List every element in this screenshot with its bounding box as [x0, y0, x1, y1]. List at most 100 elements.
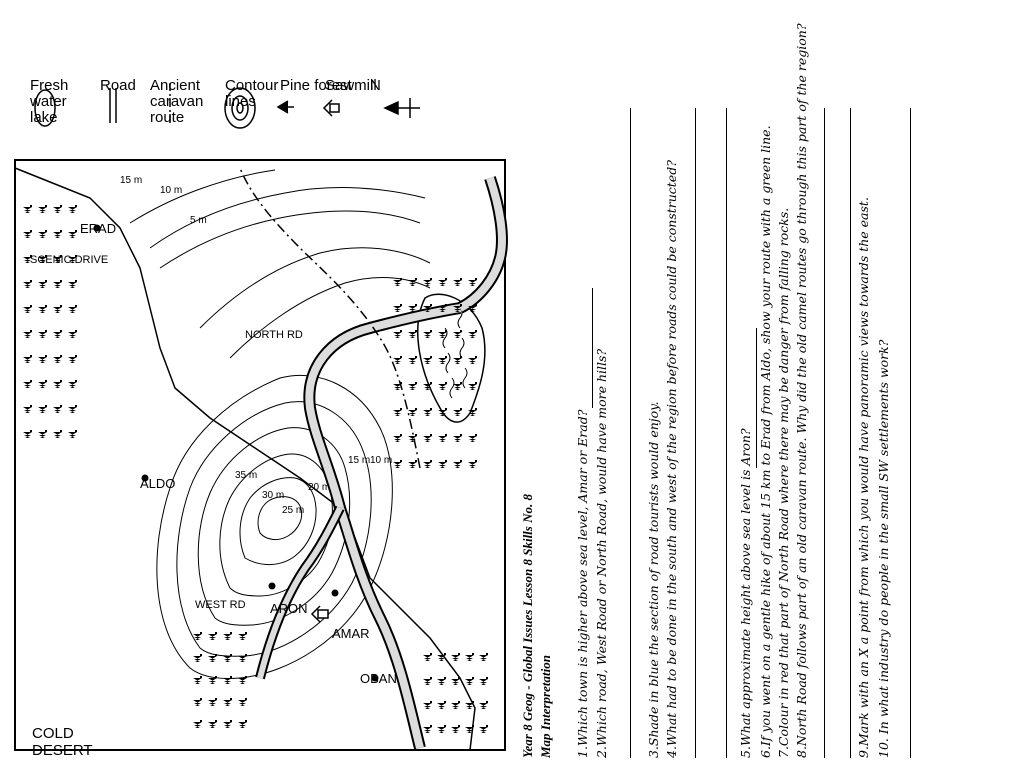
pine-tree-icon [23, 430, 32, 438]
pine-tree-icon [23, 280, 32, 288]
pine-tree-icon [423, 278, 432, 286]
roads [255, 176, 508, 750]
pine-tree-icon [479, 653, 488, 661]
contour-label-20: 20 m [308, 482, 330, 493]
pine-tree-icon [53, 330, 62, 338]
pine-tree-icon [53, 280, 62, 288]
pine-tree-icon [468, 460, 477, 468]
pine-tree-icon [193, 654, 202, 662]
pine-tree-icon [208, 676, 217, 684]
town-markers [93, 224, 379, 682]
pine-tree-icon [393, 356, 402, 364]
road-label-north: NORTH RD [245, 329, 303, 341]
question-6: 6.If you went on a gentle hike of about … [758, 125, 773, 758]
fresh-water-lake [417, 293, 486, 423]
pine-tree-icon [23, 205, 32, 213]
town-dot-oban [371, 674, 379, 682]
question-2: 2.Which road, West Road or North Road, w… [594, 348, 609, 758]
pine-tree-icon [38, 430, 47, 438]
pine-tree-icon [465, 701, 474, 709]
pine-tree-icon [223, 632, 232, 640]
pine-tree-icon [23, 330, 32, 338]
pine-tree-icon [68, 430, 77, 438]
legend-road-icon [109, 88, 117, 123]
pine-tree-icon [53, 205, 62, 213]
pine-tree-icon [38, 405, 47, 413]
pine-tree-icon [423, 701, 432, 709]
road-label-scenic: SCENIC DRIVE [30, 254, 108, 266]
region-line-1: COLD [32, 725, 74, 742]
contour-label-25: 25 m [282, 505, 304, 516]
pine-tree-icon [423, 408, 432, 416]
pine-tree-icon [393, 330, 402, 338]
answer-line-2[interactable] [630, 108, 631, 758]
pine-tree-icon [208, 698, 217, 706]
north-arrow-icon [383, 98, 420, 118]
legend-lake-label: Fresh water lake [30, 77, 69, 126]
town-dot-aron [268, 582, 276, 590]
contour-label-5: 5 m [190, 215, 207, 226]
pine-tree-icon [23, 355, 32, 363]
pine-tree-icon [468, 382, 477, 390]
pine-tree-icon [479, 725, 488, 733]
pine-tree-icon [453, 278, 462, 286]
pine-tree-icon [38, 255, 47, 263]
pine-tree-icon [451, 725, 460, 733]
pine-tree-icon [423, 460, 432, 468]
answer-line-4b[interactable] [726, 108, 727, 758]
pine-tree-icon [468, 304, 477, 312]
answer-line-4a[interactable] [695, 108, 696, 758]
pine-tree-icon [423, 356, 432, 364]
legend-symbols [34, 83, 420, 129]
pine-tree-icon [53, 255, 62, 263]
pine-tree-icon [68, 280, 77, 288]
pine-tree-icon [468, 356, 477, 364]
legend-north-label: N [370, 77, 381, 94]
pine-tree-icon [208, 654, 217, 662]
pine-tree-icon [38, 330, 47, 338]
question-3: 3.Shade in blue the section of road tour… [646, 401, 661, 758]
pine-tree-icon [38, 280, 47, 288]
pine-tree-icon [238, 632, 247, 640]
pine-tree-icon [23, 230, 32, 238]
answer-line-8b[interactable] [850, 108, 851, 758]
pine-tree-icon [193, 720, 202, 728]
pine-tree-icon [453, 356, 462, 364]
answer-line-1[interactable] [592, 288, 593, 408]
contour-label-10: 10 m [370, 455, 392, 466]
worksheet-title: Year 8 Geog - Global Issues Lesson 8 Ski… [520, 494, 535, 758]
pine-tree-icon [423, 434, 432, 442]
contour-label-30: 30 m [262, 490, 284, 501]
pine-tree-icon [423, 653, 432, 661]
pine-tree-icon [393, 434, 402, 442]
answer-line-10[interactable] [910, 108, 911, 758]
pine-tree-icon [465, 725, 474, 733]
answer-line-5[interactable] [756, 328, 757, 468]
pine-tree-icon [193, 676, 202, 684]
legend-road-label: Road [100, 77, 136, 94]
legend-sawmill-label: Sawmill [325, 77, 377, 94]
pine-tree-icon [438, 330, 447, 338]
answer-line-8a[interactable] [824, 108, 825, 758]
pine-tree-icon [453, 382, 462, 390]
pine-tree-icon [451, 701, 460, 709]
coastline [14, 167, 476, 751]
town-label-aron: ARON [270, 601, 308, 616]
pine-tree-icon [453, 304, 462, 312]
town-dot-erad [93, 224, 101, 232]
pine-tree-icon [393, 460, 402, 468]
contour-label-15: 15 m [348, 455, 370, 466]
pine-tree-icon [68, 380, 77, 388]
pine-tree-icon [438, 356, 447, 364]
pine-tree-icon [223, 654, 232, 662]
town-label-oban: OBAN [360, 671, 397, 686]
pine-tree-icon [438, 304, 447, 312]
pine-tree-icon [53, 405, 62, 413]
pine-tree-icon [408, 304, 417, 312]
pine-tree-icon [468, 278, 477, 286]
pine-tree-icon [438, 460, 447, 468]
pine-tree-icon [408, 356, 417, 364]
